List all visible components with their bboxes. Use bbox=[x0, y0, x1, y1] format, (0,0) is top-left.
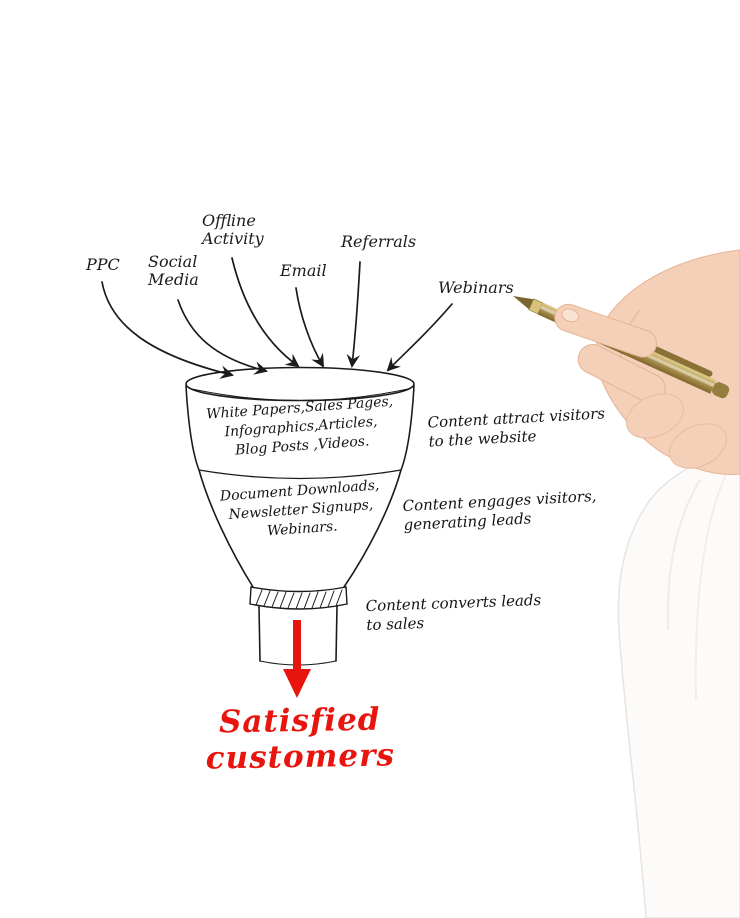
arrow-email bbox=[295, 287, 325, 368]
red-down-arrow bbox=[283, 620, 311, 698]
funnel-divider bbox=[198, 469, 402, 480]
source-arrows bbox=[101, 257, 453, 379]
arrow-webinars bbox=[386, 303, 453, 372]
funnel-rim-inner bbox=[191, 388, 409, 401]
label-email: Email bbox=[280, 261, 327, 280]
funnel-neck-hatch bbox=[249, 586, 348, 610]
arrow-ppc bbox=[101, 281, 234, 379]
funnel-drawing bbox=[185, 366, 415, 666]
arrow-offline-activity bbox=[231, 257, 300, 368]
sleeve bbox=[617, 445, 740, 918]
result-text: Satisfied customers bbox=[205, 701, 396, 777]
label-referrals: Referrals bbox=[341, 232, 417, 251]
annotation-convert: Content converts leads to sales bbox=[365, 590, 542, 634]
arrow-referrals bbox=[346, 261, 361, 369]
label-ppc: PPC bbox=[86, 255, 120, 274]
label-social-media: Social Media bbox=[148, 252, 199, 290]
label-offline-activity: Offline Activity bbox=[202, 211, 264, 249]
label-webinars: Webinars bbox=[438, 278, 514, 297]
arrow-social-media bbox=[177, 299, 268, 375]
fingers bbox=[554, 303, 727, 469]
